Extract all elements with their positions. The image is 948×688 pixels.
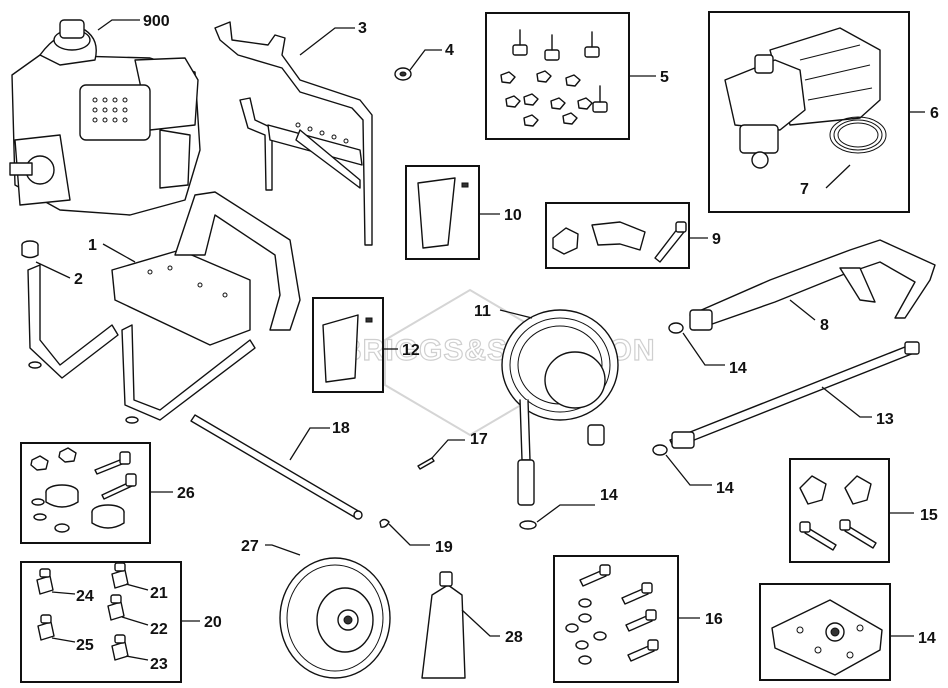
- callout-11: 11: [474, 303, 491, 320]
- callout-25: 25: [76, 637, 94, 654]
- callout-24: 24: [76, 588, 94, 605]
- o-ring-hose[interactable]: [519, 520, 537, 530]
- callout-19: 19: [435, 539, 453, 556]
- box-20: [20, 561, 182, 683]
- leader-17: [431, 439, 465, 459]
- leader-22: [121, 616, 149, 626]
- base-frame[interactable]: [27, 191, 301, 424]
- leader-28: [461, 609, 500, 637]
- screw-kit[interactable]: [565, 564, 659, 665]
- cotter-pin[interactable]: [417, 457, 435, 470]
- leader-14-hose: [536, 504, 595, 523]
- box-10: [405, 165, 480, 260]
- leader-8: [789, 299, 816, 321]
- box-9: [545, 202, 690, 269]
- leader-21: [125, 583, 149, 591]
- leader-23: [125, 655, 149, 661]
- oil-bottle[interactable]: [421, 571, 466, 679]
- o-ring-gun[interactable]: [668, 322, 684, 334]
- leader-25: [51, 637, 76, 643]
- hose-bracket-kit[interactable]: [552, 221, 687, 263]
- leader-27: [265, 544, 301, 556]
- high-pressure-hose[interactable]: [501, 309, 619, 506]
- callout-9: 9: [712, 231, 721, 248]
- callout-23: 23: [150, 656, 168, 673]
- callout-21: 21: [150, 585, 168, 602]
- callout-22: 22: [150, 621, 168, 638]
- callout-900: 900: [143, 13, 170, 30]
- callout-26: 26: [177, 485, 195, 502]
- leader-19: [388, 523, 430, 546]
- fitting-kit[interactable]: [36, 562, 129, 661]
- leader-900: [97, 19, 140, 31]
- callout-13: 13: [876, 411, 894, 428]
- hose-coil-short[interactable]: [829, 116, 887, 154]
- callout-3: 3: [358, 20, 367, 37]
- leader-1: [102, 243, 136, 263]
- spray-gun[interactable]: [689, 239, 936, 331]
- callout-4: 4: [445, 42, 454, 59]
- callout-14-gun: 14: [729, 360, 747, 377]
- callout-27: 27: [241, 538, 259, 555]
- callout-12: 12: [402, 342, 420, 359]
- leader-11: [499, 309, 533, 319]
- callout-14-wand: 14: [716, 480, 734, 497]
- decal-12[interactable]: [322, 314, 373, 383]
- handle[interactable]: [214, 21, 373, 246]
- box-16: [553, 555, 679, 683]
- callout-5: 5: [660, 69, 669, 86]
- vibration-mount-kit[interactable]: [30, 447, 137, 533]
- wheel[interactable]: [279, 557, 391, 679]
- engine-mount-kit[interactable]: [500, 29, 608, 127]
- grommet[interactable]: [394, 67, 412, 81]
- callout-20: 20: [204, 614, 222, 631]
- leader-3: [299, 27, 355, 56]
- leader-13: [821, 386, 872, 418]
- leader-2: [35, 261, 71, 279]
- leader-24: [51, 591, 76, 595]
- engine[interactable]: [9, 19, 201, 216]
- pump[interactable]: [724, 27, 881, 169]
- callout-17: 17: [470, 431, 488, 448]
- leader-4: [409, 49, 442, 71]
- callout-2: 2: [74, 271, 83, 288]
- box-12: [312, 297, 384, 393]
- callout-14-kit: 14: [918, 630, 936, 647]
- leader-18: [289, 427, 330, 461]
- o-ring-wand[interactable]: [652, 444, 668, 456]
- callout-14-hose: 14: [600, 487, 618, 504]
- manifold-kit[interactable]: [771, 599, 883, 676]
- callout-16: 16: [705, 611, 723, 628]
- spray-wand[interactable]: [669, 341, 920, 449]
- callout-8: 8: [820, 317, 829, 334]
- knob-kit[interactable]: [799, 475, 877, 551]
- retaining-clip[interactable]: [379, 518, 390, 528]
- box-15: [789, 458, 890, 563]
- axle[interactable]: [190, 414, 363, 520]
- decal-10[interactable]: [417, 177, 469, 249]
- callout-10: 10: [504, 207, 522, 224]
- leader-7: [825, 164, 851, 189]
- leader-14-gun: [682, 332, 725, 366]
- leader-14-wand: [665, 454, 712, 486]
- callout-6: 6: [930, 105, 939, 122]
- callout-28: 28: [505, 629, 523, 646]
- callout-1: 1: [88, 237, 97, 254]
- callout-15: 15: [920, 507, 938, 524]
- rubber-foot[interactable]: [21, 240, 39, 259]
- box-26: [20, 442, 151, 544]
- callout-18: 18: [332, 420, 350, 437]
- callout-7: 7: [800, 181, 809, 198]
- box-14: [759, 583, 891, 681]
